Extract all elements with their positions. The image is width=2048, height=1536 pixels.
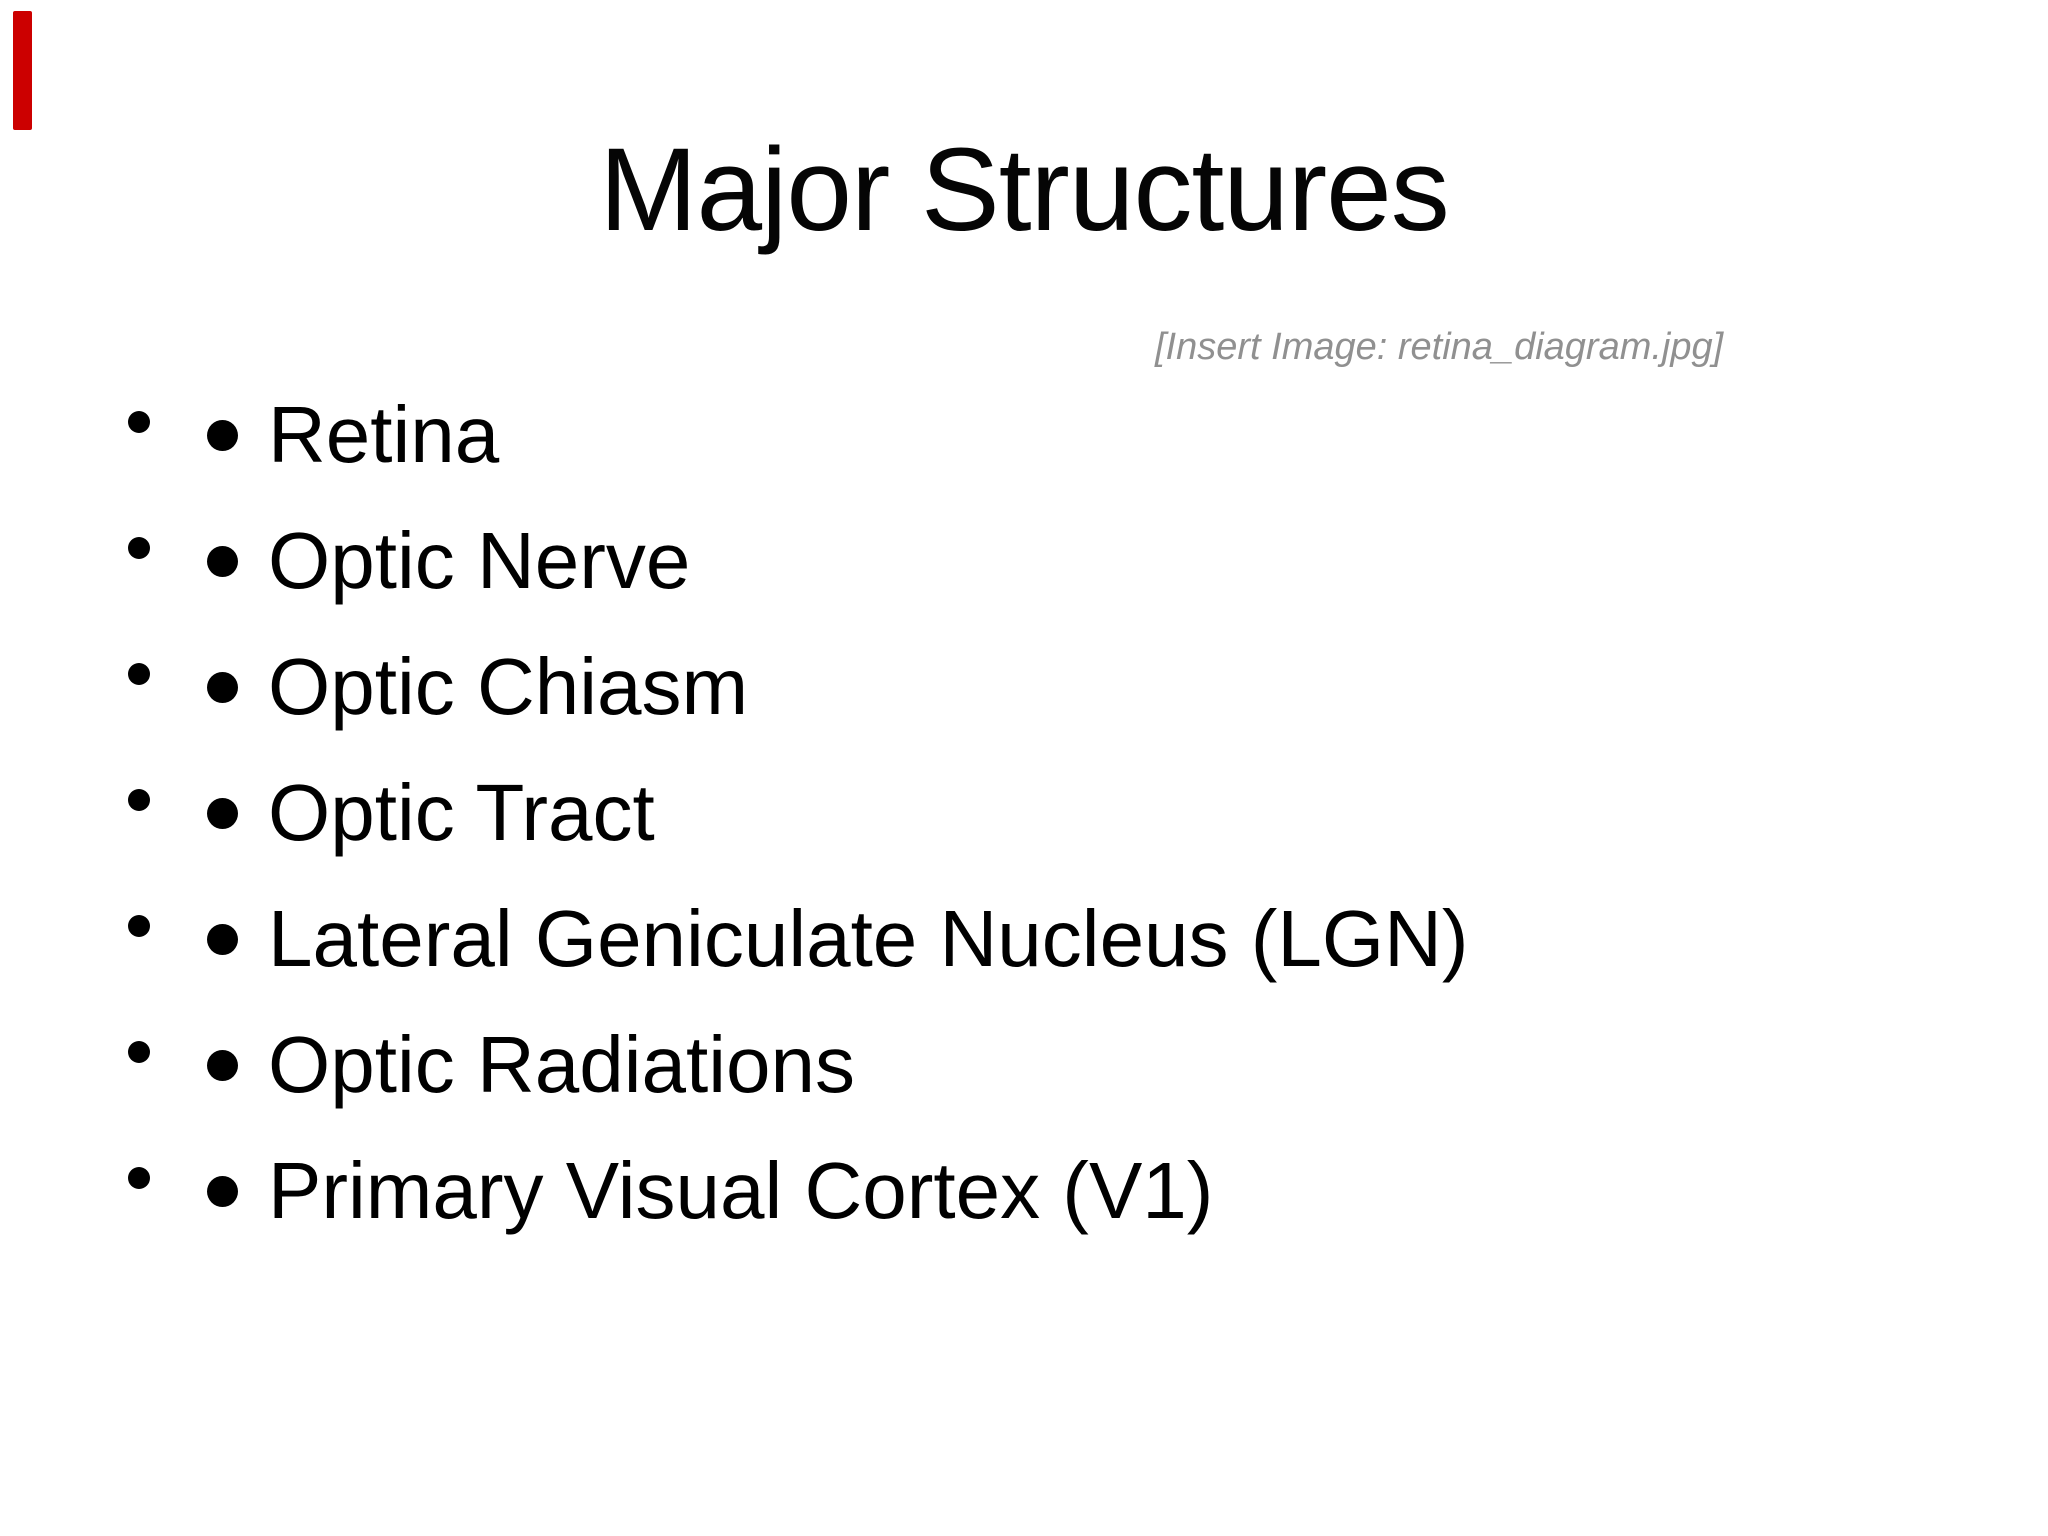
inner-bullet-icon [207, 1175, 238, 1207]
outer-bullet-icon [128, 1167, 150, 1189]
bullet-text: Optic Chiasm [268, 642, 749, 731]
outer-bullet-icon [128, 537, 150, 559]
outer-bullet-icon [128, 663, 150, 685]
outer-bullet-icon [128, 1041, 150, 1063]
list-item: Primary Visual Cortex (V1) [128, 1128, 1469, 1254]
list-item: Optic Nerve [128, 498, 1469, 624]
list-item: Optic Radiations [128, 1002, 1469, 1128]
list-item: Lateral Geniculate Nucleus (LGN) [128, 876, 1469, 1002]
bullet-text: Lateral Geniculate Nucleus (LGN) [268, 894, 1469, 983]
outer-bullet-icon [128, 789, 150, 811]
list-item: Retina [128, 372, 1469, 498]
outer-bullet-icon [128, 411, 150, 433]
bullet-text: Retina [268, 390, 500, 479]
inner-bullet-icon [207, 1049, 238, 1081]
inner-bullet-icon [207, 671, 238, 703]
image-placeholder-note: [Insert Image: retina_diagram.jpg] [1155, 326, 1724, 368]
inner-bullet-icon [207, 545, 238, 577]
bullet-text: Optic Tract [268, 768, 655, 857]
inner-bullet-icon [207, 797, 238, 829]
inner-bullet-icon [207, 419, 238, 451]
outer-bullet-icon [128, 915, 150, 937]
bullet-list: Retina Optic Nerve Optic Chiasm Optic Tr… [128, 372, 1469, 1254]
list-item: Optic Tract [128, 750, 1469, 876]
bullet-text: Optic Nerve [268, 516, 691, 605]
bullet-text: Optic Radiations [268, 1020, 855, 1109]
slide-title: Major Structures [599, 124, 1450, 256]
inner-bullet-icon [207, 923, 238, 955]
bullet-text: Primary Visual Cortex (V1) [268, 1146, 1214, 1235]
list-item: Optic Chiasm [128, 624, 1469, 750]
red-accent-bar [13, 11, 32, 130]
